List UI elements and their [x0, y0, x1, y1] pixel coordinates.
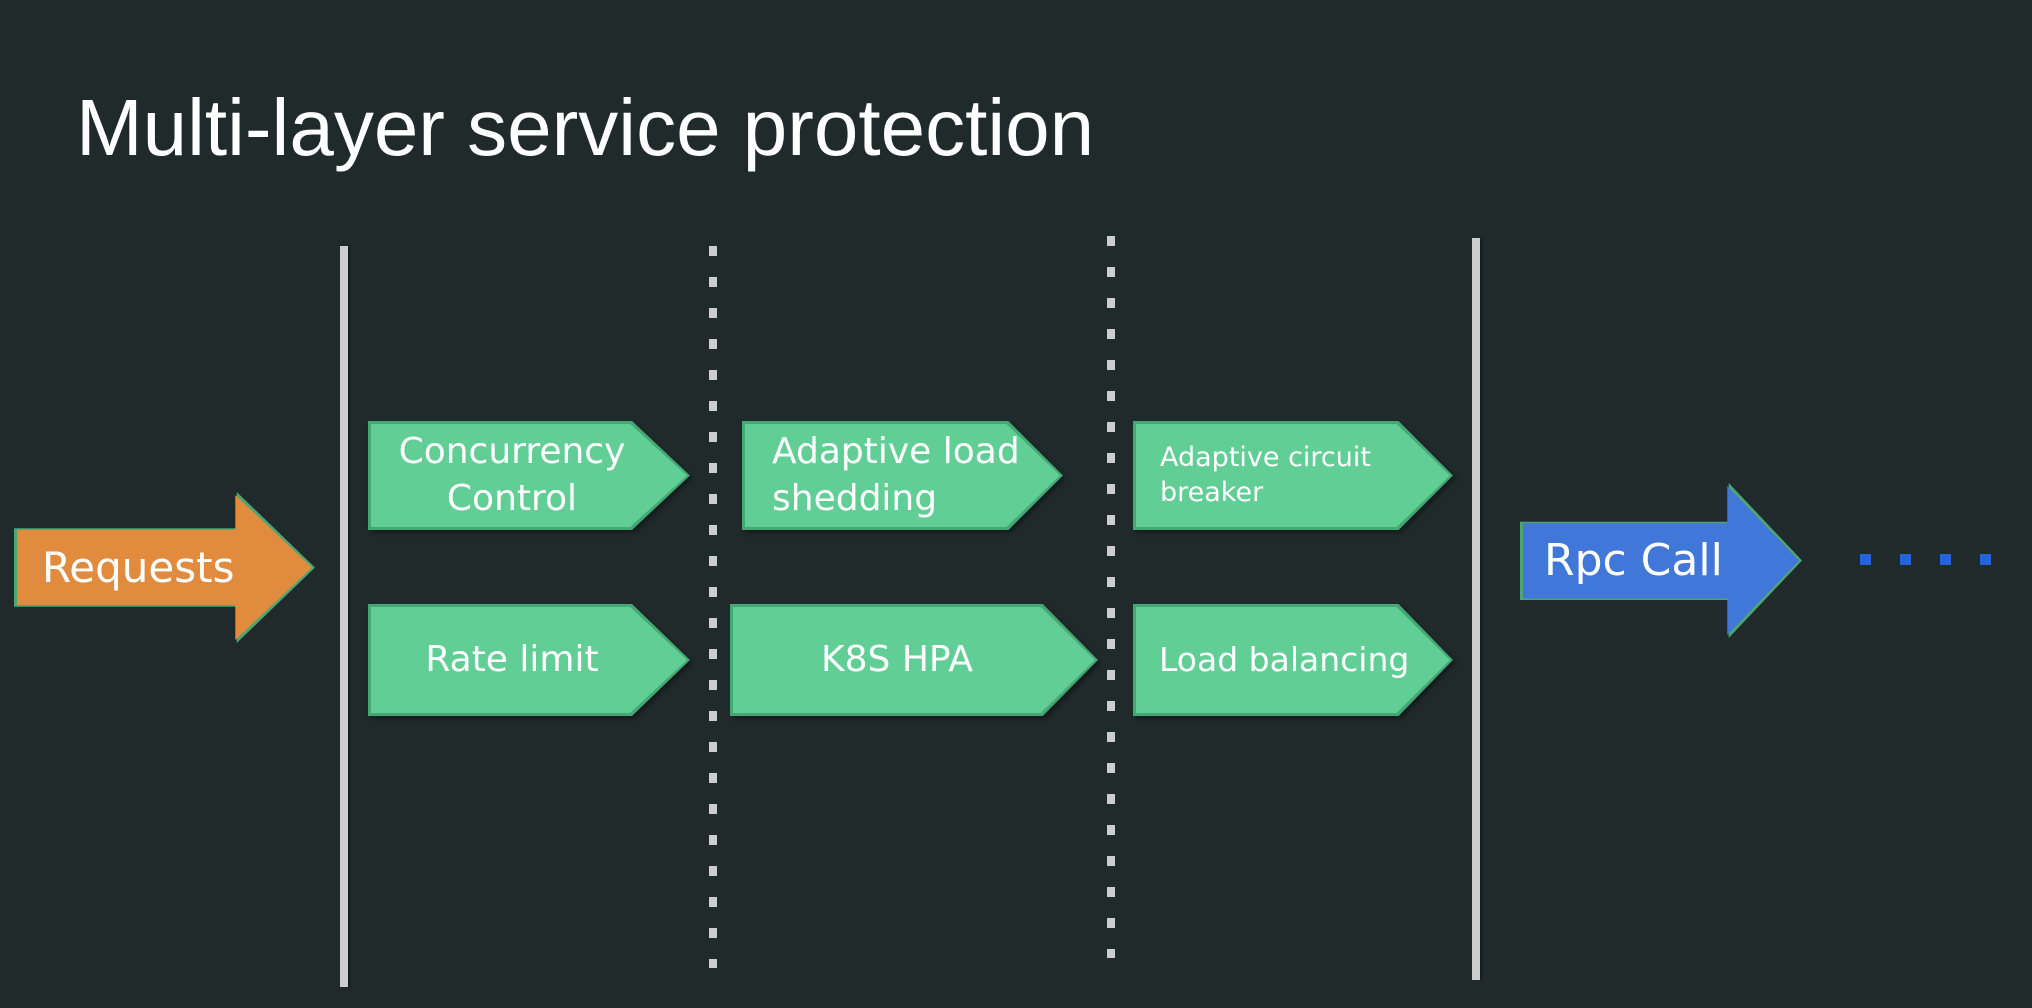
requests-label: Requests	[42, 543, 235, 592]
stage-k8s-hpa: K8S HPA	[730, 604, 1098, 716]
egress-boundary-line	[1472, 238, 1480, 980]
requests-flow-arrow: Requests	[14, 492, 315, 643]
stage-label: Concurrency Control	[398, 431, 626, 519]
stage-adaptive-load-shedding: Adaptive load shedding	[742, 421, 1063, 530]
continuation-dot	[1940, 554, 1951, 565]
stage-load-balancing: Load balancing	[1133, 604, 1453, 716]
continuation-dots	[1860, 554, 1991, 565]
stage-label: Adaptive load shedding	[772, 431, 1020, 519]
stage-adaptive-circuit-breaker: Adaptive circuit breaker	[1133, 421, 1453, 530]
stage-label: Adaptive circuit breaker	[1160, 441, 1371, 508]
layer-separator-dotted-1	[709, 246, 717, 968]
rpc-call-label: Rpc Call	[1544, 535, 1723, 586]
continuation-dot	[1860, 554, 1871, 565]
continuation-dot	[1980, 554, 1991, 565]
slide-title: Multi-layer service protection	[76, 82, 1095, 172]
stage-fill-shape	[745, 424, 1060, 527]
stage-fill-shape	[1136, 607, 1450, 713]
rpc-call-flow-arrow: Rpc Call	[1520, 483, 1802, 638]
stage-label: Rate limit	[425, 638, 599, 680]
stage-fill-shape	[371, 607, 687, 713]
stage-fill-shape	[371, 424, 687, 527]
continuation-dot	[1900, 554, 1911, 565]
stage-rate-limit: Rate limit	[368, 604, 690, 716]
layer-separator-dotted-2	[1107, 236, 1115, 958]
stage-fill-shape	[733, 607, 1095, 713]
stage-fill-shape	[1136, 424, 1450, 527]
stage-label: Load balancing	[1159, 639, 1410, 679]
stage-concurrency-control: Concurrency Control	[368, 421, 690, 530]
stage-label: K8S HPA	[821, 638, 973, 680]
ingress-boundary-line	[340, 246, 348, 987]
